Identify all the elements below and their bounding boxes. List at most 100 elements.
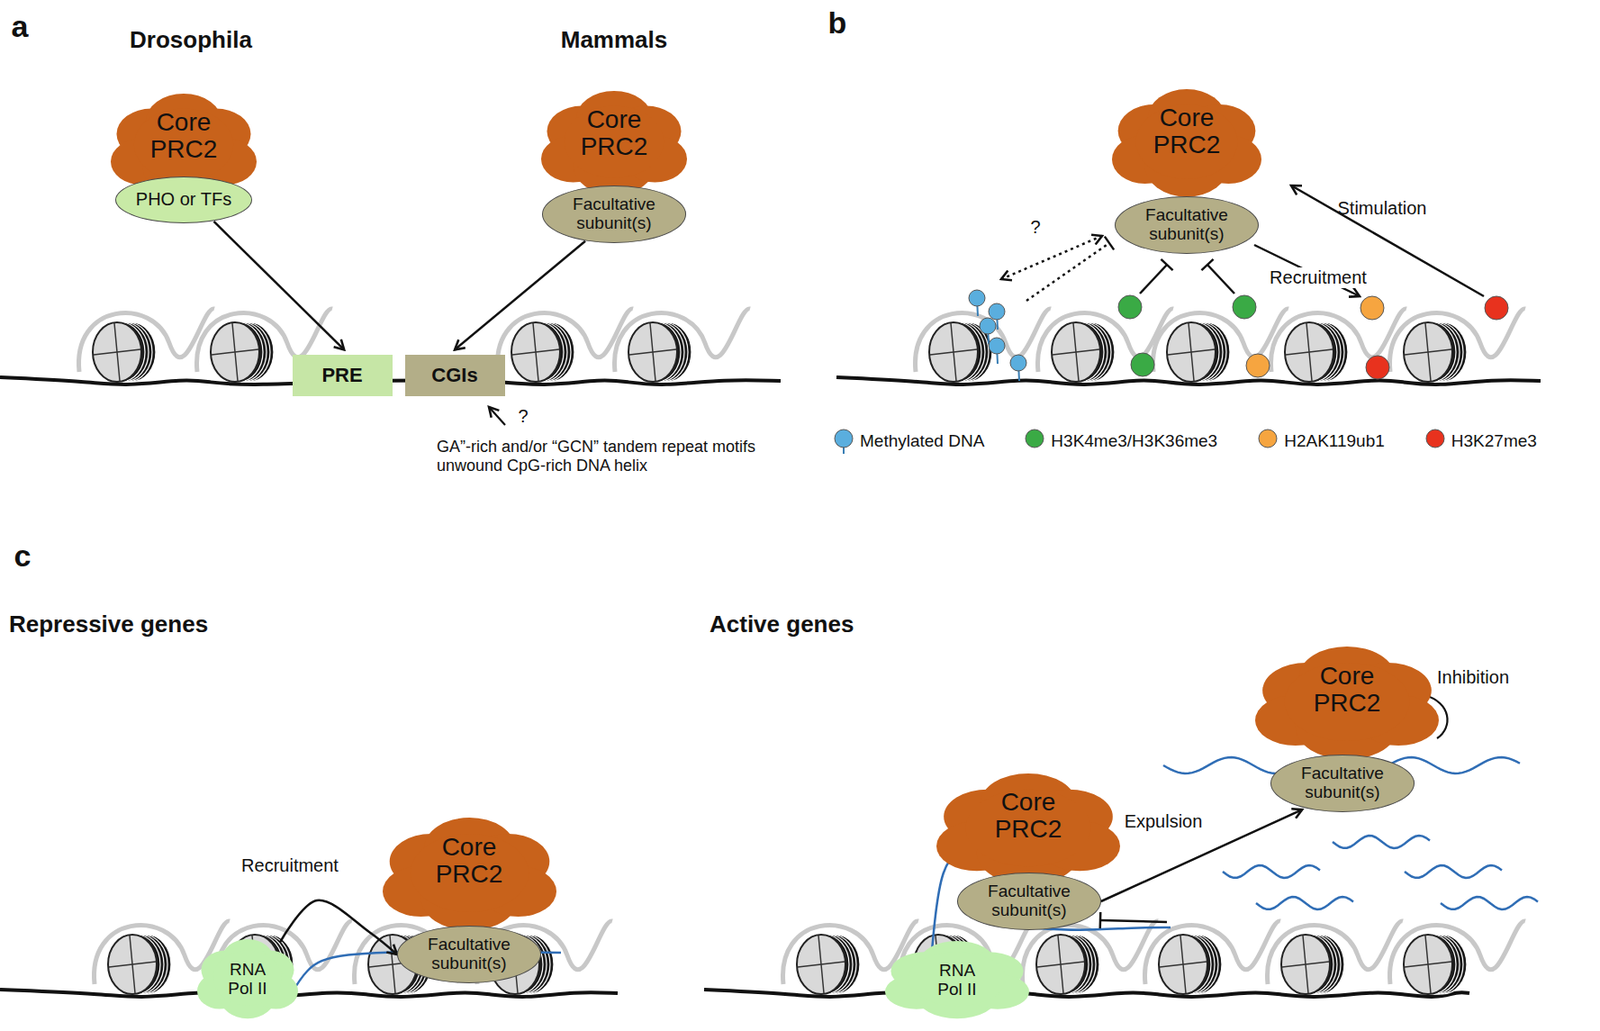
inhibition-bar (1104, 236, 1114, 251)
node-text: Facultative subunit(s) (563, 195, 665, 233)
methyl-mark (1010, 354, 1027, 371)
histone-face (1166, 322, 1216, 382)
histone-mark (1118, 295, 1142, 319)
subunit-ellipse: Facultative subunit(s) (542, 185, 687, 243)
legend-item: H3K27me3 (1424, 427, 1537, 455)
histone-mark (1360, 296, 1384, 320)
arrow-label: Recruitment (1266, 267, 1370, 289)
histone-face (511, 322, 561, 382)
dotted-arrow (1001, 235, 1103, 280)
histone-cross (650, 323, 656, 381)
histone-cross (1425, 935, 1431, 994)
legend-text: Methylated DNA (859, 431, 985, 452)
rna-strand (1404, 865, 1502, 878)
histone-face (1051, 322, 1101, 382)
text-box: RNA Pol II (925, 961, 989, 999)
subunit-ellipse: Facultative subunit(s) (957, 872, 1102, 930)
histone-face (1036, 934, 1085, 995)
connector-arrow (280, 900, 398, 955)
node-text: Facultative subunit(s) (978, 882, 1080, 920)
nucleosome (78, 308, 215, 382)
histone-face (796, 934, 846, 995)
histone-face (92, 322, 142, 382)
histone-mark (1246, 353, 1270, 378)
node-text: Core PRC2 (1132, 104, 1241, 159)
histone-mark (1365, 355, 1390, 380)
complex-cloud: Core PRC2 (936, 773, 1121, 887)
histone-cross (533, 323, 539, 381)
node-text: Core PRC2 (1292, 662, 1402, 717)
question-mark: ? (1030, 216, 1040, 238)
legend-text: H3K4me3/H3K36me3 (1050, 431, 1218, 452)
histone-cross (129, 935, 136, 994)
complex-cloud: Core PRC2 (1111, 89, 1262, 199)
complex-cloud: Core PRC2 (541, 90, 688, 198)
histone-mark (1232, 295, 1257, 319)
legend-swatch (1023, 427, 1046, 455)
nucleosome (1152, 308, 1289, 382)
arrow-label: Stimulation (1337, 198, 1428, 219)
text-box: Facultative subunit(s) (1292, 764, 1393, 802)
node-text: Core PRC2 (560, 106, 669, 161)
histone-cross (389, 935, 396, 994)
text-box: Core PRC2 (1292, 662, 1402, 717)
histone-face (1281, 934, 1330, 995)
arrow-label: Inhibition (1437, 667, 1510, 688)
inhibition-line (1100, 920, 1167, 923)
rna-strand (1440, 896, 1538, 910)
edge-label: Expulsion (1121, 811, 1206, 832)
subunit-ellipse: PHO or TFs (115, 176, 253, 224)
nucleosome (1270, 308, 1407, 382)
histone-cross (1073, 323, 1079, 381)
subunit-ellipse: Facultative subunit(s) (1270, 754, 1415, 812)
nucleosome (1144, 921, 1281, 995)
inhibition-line (1207, 264, 1235, 294)
legend: Methylated DNAH3K4me3/H3K36me3H2AK119ub1… (832, 427, 1537, 455)
text-box: PHO or TFs (135, 189, 232, 210)
methyl-mark (988, 303, 1005, 320)
histone-cross (232, 323, 238, 381)
histone-face (210, 322, 260, 382)
panel-letter: a (11, 9, 29, 45)
nucleosome (1037, 308, 1174, 382)
histone-cross (1180, 935, 1186, 994)
complex-cloud: RNA Pol II (197, 939, 299, 1021)
rna-strand (1222, 865, 1320, 878)
rna-strand (1332, 835, 1430, 849)
node-text: Core PRC2 (974, 788, 1083, 843)
panel-heading: Drosophila (129, 27, 253, 55)
panel-letter: c (14, 538, 32, 574)
question-arrow (488, 406, 506, 425)
node-text: Facultative subunit(s) (418, 935, 520, 973)
histone-cross (1188, 323, 1194, 381)
node-text: PHO or TFs (135, 189, 232, 210)
panel-heading: Mammals (560, 27, 669, 55)
legend-swatch (1424, 427, 1447, 455)
connector-arrow (1101, 809, 1302, 902)
nucleosome (914, 308, 1051, 382)
question-mark: ? (517, 406, 528, 427)
node-text: RNA Pol II (925, 961, 989, 999)
panel-letter: b (828, 5, 848, 41)
nucleosome (1266, 921, 1403, 995)
histone-cross (950, 323, 957, 381)
histone-face (1403, 322, 1453, 382)
element-box: CGIs (405, 354, 506, 397)
subunit-ellipse: Facultative subunit(s) (397, 925, 542, 983)
node-text: Core PRC2 (129, 108, 238, 163)
complex-cloud: Core PRC2 (382, 817, 557, 933)
panel-heading: Active genes (709, 611, 854, 639)
histone-face (1158, 934, 1208, 995)
connector-arrow (454, 241, 586, 351)
methyl-mark (968, 289, 986, 307)
node-text: Facultative subunit(s) (1292, 764, 1393, 802)
legend-item: H3K4me3/H3K36me3 (1023, 427, 1218, 455)
text-box: Core PRC2 (1132, 104, 1241, 159)
node-text: CGIs (431, 364, 478, 387)
methyl-mark (979, 317, 996, 335)
text-box: Core PRC2 (415, 833, 524, 888)
legend-swatch (1256, 427, 1279, 455)
element-box: PRE (292, 354, 393, 397)
note-text: GA”-rich and/or “GCN” tandem repeat moti… (436, 437, 793, 475)
